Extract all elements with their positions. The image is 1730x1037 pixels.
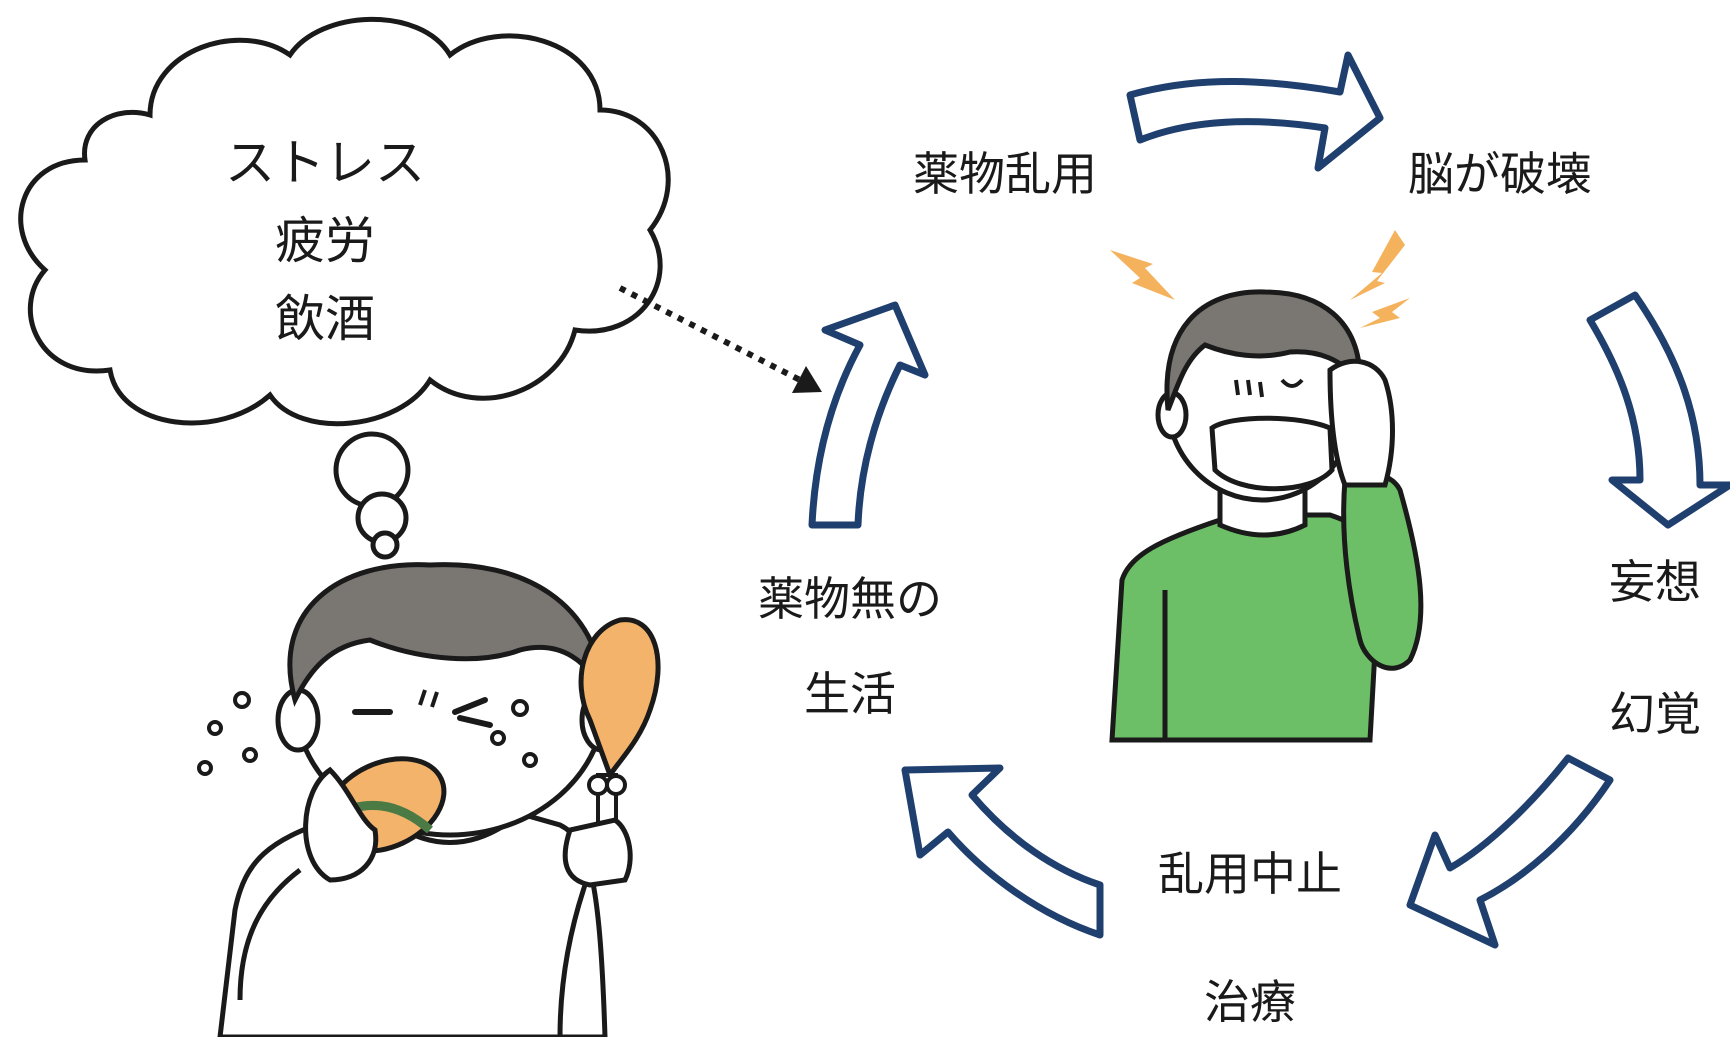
arrow-left — [808, 301, 929, 529]
cloud-line-fatigue: 疲労 — [275, 212, 375, 270]
label-drug-free-line2: 生活 — [804, 667, 896, 721]
dotted-arrow — [618, 285, 822, 393]
eating-man-illustration — [197, 562, 661, 1037]
label-hallucination: 幻覚 — [1609, 687, 1701, 741]
arrow-right — [1586, 291, 1730, 529]
headache-man-shirt — [1109, 512, 1383, 743]
cloud-bubble-small — [370, 530, 400, 560]
label-brain-damage: 脳が破壊 — [1408, 147, 1592, 201]
headache-man-illustration — [1109, 230, 1424, 743]
label-drug-free-line1: 薬物無の — [758, 572, 942, 626]
label-stop-abuse: 乱用中止 — [1158, 847, 1342, 901]
cycle-arrows — [808, 51, 1730, 949]
chicken-drumstick — [578, 617, 661, 852]
pain-lightning-icon — [1110, 230, 1410, 328]
thought-cloud: ストレス 疲労 飲酒 — [18, 16, 671, 560]
cloud-line-stress: ストレス — [225, 134, 425, 192]
cloud-shape — [18, 16, 671, 427]
face-mask — [1209, 415, 1335, 492]
cloud-line-drinking: 飲酒 — [275, 290, 375, 348]
arrow-bottom-right — [1406, 754, 1614, 949]
arrow-bottom-left — [901, 764, 1104, 939]
label-treatment: 治療 — [1204, 975, 1296, 1029]
label-drug-abuse: 薬物乱用 — [913, 147, 1097, 201]
arrow-top — [1126, 51, 1384, 172]
label-delusion: 妄想 — [1609, 555, 1701, 609]
eating-man-shirt — [217, 805, 608, 1037]
cycle-labels: 薬物乱用 脳が破壊 妄想 幻覚 乱用中止 治療 薬物無の 生活 — [758, 147, 1701, 1029]
